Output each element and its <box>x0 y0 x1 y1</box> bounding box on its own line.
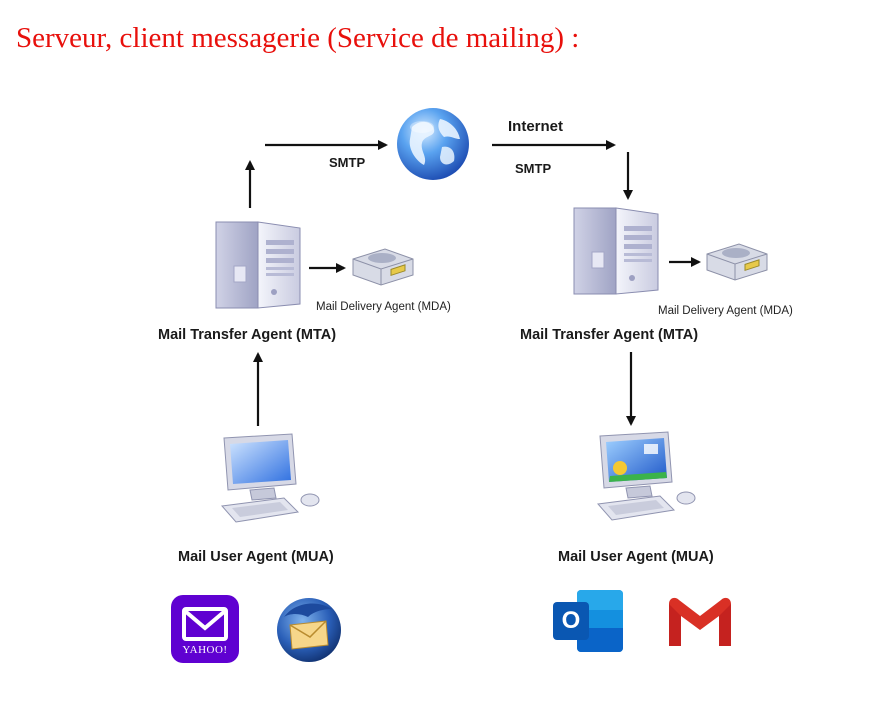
globe-icon <box>397 108 469 180</box>
yahoo-logo-text: YAHOO! <box>182 644 228 656</box>
outlook-logo-text: O <box>561 607 581 634</box>
right-mua-label: Mail User Agent (MUA) <box>558 549 714 565</box>
right-mda-label: Mail Delivery Agent (MDA) <box>658 305 793 317</box>
internet-label: Internet <box>508 118 564 135</box>
left-mda-disk-icon <box>352 248 414 286</box>
gmail-logo-icon <box>669 597 731 646</box>
right-mua-computer-icon <box>597 431 696 521</box>
left-mua-label: Mail User Agent (MUA) <box>178 549 334 565</box>
page-title: Serveur, client messagerie (Service de m… <box>16 22 580 54</box>
right-mda-disk-icon <box>706 243 768 281</box>
left-mta-label: Mail Transfer Agent (MTA) <box>158 327 337 343</box>
smtp-label-left: SMTP <box>329 155 366 170</box>
outlook-logo-icon: O <box>551 588 625 654</box>
right-mta-label: Mail Transfer Agent (MTA) <box>520 327 699 343</box>
right-mta-server-icon <box>573 207 659 295</box>
left-mda-label: Mail Delivery Agent (MDA) <box>316 301 451 313</box>
left-mua-computer-icon <box>221 433 320 523</box>
thunderbird-logo-icon <box>277 598 341 662</box>
left-mta-server-icon <box>215 221 301 309</box>
yahoo-mail-logo-icon: YAHOO! <box>171 595 239 663</box>
smtp-label-right: SMTP <box>515 161 552 176</box>
